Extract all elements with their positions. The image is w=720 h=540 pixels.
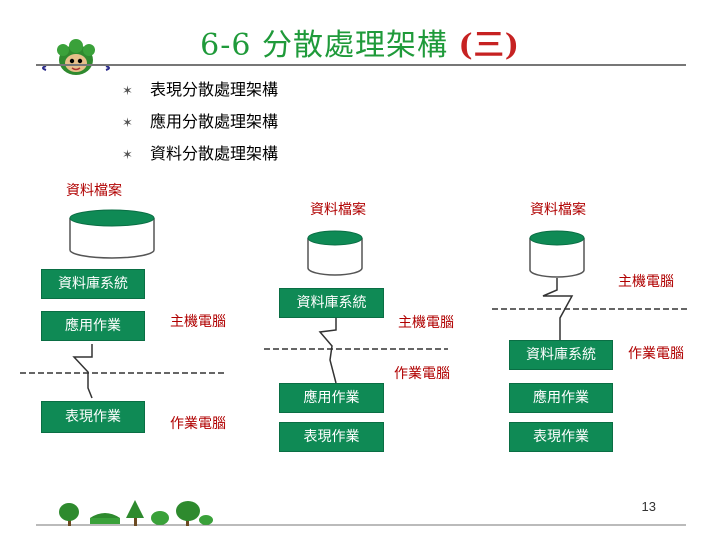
bullet-item: ✶表現分散處理架構 — [122, 76, 278, 100]
diagram3-dbms-box: 資料庫系統 — [509, 340, 613, 370]
diagram2-host-label: 主機電腦 — [398, 312, 454, 332]
trees-decoration-icon — [59, 500, 213, 526]
diagram3-app-box: 應用作業 — [509, 383, 613, 413]
bullet-star-icon: ✶ — [122, 84, 136, 99]
diagram1-pres-box: 表現作業 — [41, 401, 145, 433]
diagram1-client-label: 作業電腦 — [170, 413, 226, 433]
diagram2-lightning-icon — [320, 318, 336, 383]
diagram2-app-box: 應用作業 — [279, 383, 384, 413]
diagram1-database-icon — [70, 210, 154, 258]
bullet-item: ✶應用分散處理架構 — [122, 108, 278, 132]
mascot-icon — [43, 39, 109, 75]
bullet-star-icon: ✶ — [122, 148, 136, 163]
bullet-star-icon: ✶ — [122, 116, 136, 131]
diagram2-pres-box: 表現作業 — [279, 422, 384, 452]
diagram2-client-label: 作業電腦 — [394, 363, 450, 383]
diagram2-database-icon — [308, 231, 362, 275]
diagram3-database-icon — [530, 231, 584, 277]
diagram2-db-label: 資料檔案 — [310, 199, 366, 219]
diagram1-db-label: 資料檔案 — [66, 180, 122, 200]
diagram1-host-label: 主機電腦 — [170, 311, 226, 331]
diagram3-host-label: 主機電腦 — [618, 271, 674, 291]
diagram1-dbms-box: 資料庫系統 — [41, 269, 145, 299]
diagram3-client-label: 作業電腦 — [628, 343, 684, 363]
diagram3-db-label: 資料檔案 — [530, 199, 586, 219]
bullet-item: ✶資料分散處理架構 — [122, 140, 278, 164]
diagram2-dbms-box: 資料庫系統 — [279, 288, 384, 318]
page-number: 13 — [642, 499, 656, 514]
diagram1-app-box: 應用作業 — [41, 311, 145, 341]
diagram3-pres-box: 表現作業 — [509, 422, 613, 452]
diagram3-lightning-icon — [543, 278, 572, 342]
diagram1-lightning-icon — [74, 344, 92, 398]
